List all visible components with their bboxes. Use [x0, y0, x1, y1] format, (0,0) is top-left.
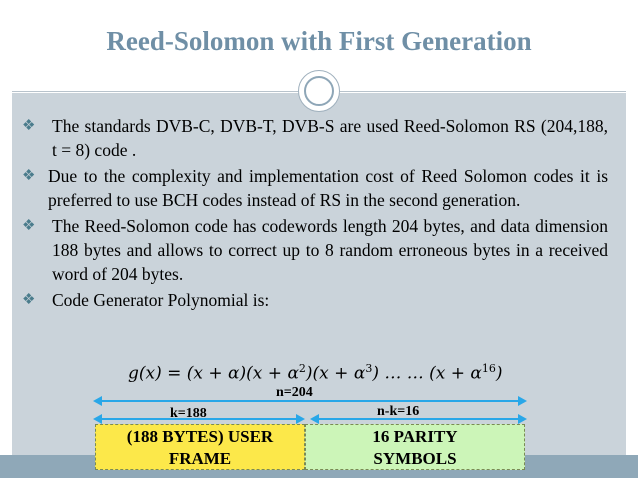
user-box-line: (188 BYTES) USER [126, 427, 274, 446]
n-arrow-line [100, 400, 518, 402]
bullet-text: The standards DVB-C, DVB-T, DVB-S are us… [52, 116, 608, 160]
bullet-text: Due to the complexity and implementation… [48, 166, 608, 210]
bullet-list: ❖ The standards DVB-C, DVB-T, DVB-S are … [22, 114, 608, 314]
arrow-right-icon [296, 414, 305, 424]
formula-part: )(x + α [305, 363, 366, 384]
arrow-left-icon [93, 396, 102, 406]
bullet-item: ❖ Due to the complexity and implementati… [22, 164, 608, 212]
formula-exponent: 3 [365, 362, 373, 375]
formula-exponent: 16 [481, 362, 496, 375]
ring-inner [304, 76, 334, 106]
arrow-left-icon [93, 414, 102, 424]
user-frame-box: (188 BYTES) USER FRAME [95, 424, 305, 470]
arrow-right-icon [518, 414, 527, 424]
arrow-left-icon [310, 414, 319, 424]
bullet-item: ❖ The Reed-Solomon code has codewords le… [22, 214, 608, 286]
user-box-line: FRAME [168, 449, 232, 468]
formula-exponent: 2 [298, 362, 306, 375]
bullet-text: The Reed-Solomon code has codewords leng… [52, 216, 608, 284]
diamond-bullet-icon: ❖ [22, 218, 36, 234]
n-label: n=204 [276, 385, 313, 400]
k-label: k=188 [170, 406, 207, 421]
parity-box-line: 16 PARITY [372, 427, 458, 446]
bullet-text: Code Generator Polynomial is: [52, 290, 270, 310]
formula-part: ) [495, 363, 503, 384]
formula-part: ) … … (x + α [372, 363, 482, 384]
formula-part: g(x) = (x + α)(x + α [128, 363, 299, 384]
slide-title: Reed-Solomon with First Generation [106, 26, 532, 56]
diamond-bullet-icon: ❖ [22, 292, 36, 308]
parity-symbols-box: 16 PARITY SYMBOLS [305, 424, 525, 470]
bullet-item: ❖ The standards DVB-C, DVB-T, DVB-S are … [22, 114, 608, 162]
nk-arrow-line [318, 418, 518, 420]
generator-polynomial: g(x) = (x + α)(x + α2)(x + α3) … … (x + … [128, 362, 548, 384]
nk-label: n-k=16 [377, 404, 420, 419]
diamond-bullet-icon: ❖ [22, 118, 36, 134]
bullet-item: ❖ Code Generator Polynomial is: [22, 288, 608, 312]
diamond-bullet-icon: ❖ [22, 168, 36, 184]
ring-ornament-icon [298, 70, 340, 112]
arrow-right-icon [518, 396, 527, 406]
parity-box-line: SYMBOLS [373, 449, 457, 468]
k-arrow-line [100, 418, 296, 420]
